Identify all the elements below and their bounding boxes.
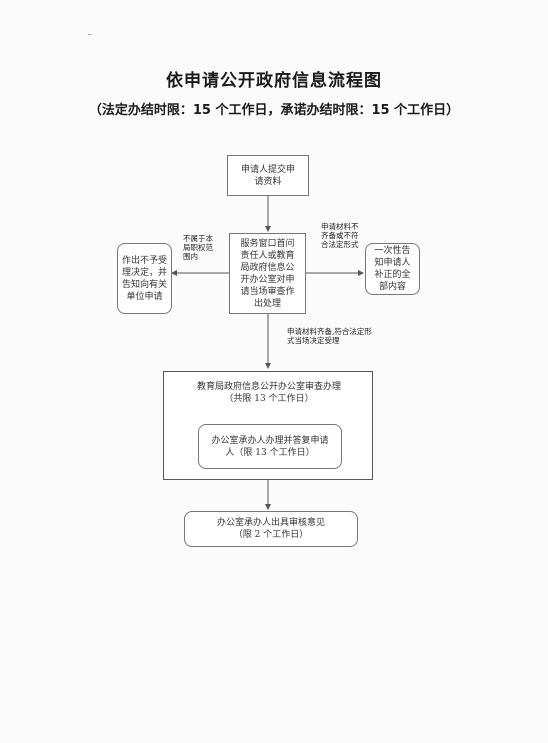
review-container: 教育局政府信息公开办公室审查办理（共限 13 个工作日） 办公室承办人办理并答复… — [163, 371, 373, 480]
reject-box: 作出不予受理决定，并告知向有关单位申请 — [117, 243, 172, 314]
review-header: 教育局政府信息公开办公室审查办理（共限 13 个工作日） — [184, 378, 354, 408]
reject-text: 作出不予受理决定，并告知向有关单位申请 — [121, 255, 167, 302]
reply-box: 办公室承办人办理并答复申请人（限 13 个工作日） — [198, 424, 342, 469]
submit-box: 申请人提交申请资料 — [227, 155, 309, 196]
service-text: 服务窗口首问责任人或教育局政府信息公开办公室对申请当场审查作出处理 — [240, 238, 295, 309]
supplement-condition-label: 申请材料不齐备或不符合法定形式 — [321, 222, 359, 249]
opinion-text: 办公室承办人出具审核意见（限 2 个工作日） — [216, 518, 325, 540]
supplement-text: 一次性告知申请人补正的全部内容 — [374, 246, 411, 292]
scan-speck — [88, 34, 92, 35]
service-box: 服务窗口首问责任人或教育局政府信息公开办公室对申请当场审查作出处理 — [229, 233, 306, 314]
submit-text: 申请人提交申请资料 — [240, 164, 295, 187]
accept-condition-label: 申请材料齐备,符合法定形式当场决定受理 — [287, 327, 372, 345]
review-title-text: 教育局政府信息公开办公室审查办理（共限 13 个工作日） — [196, 382, 341, 404]
reply-text: 办公室承办人办理并答复申请人（限 13 个工作日） — [211, 435, 329, 458]
page-subtitle: （法定办结时限：15 个工作日，承诺办结时限：15 个工作日） — [88, 103, 460, 118]
opinion-box: 办公室承办人出具审核意见（限 2 个工作日） — [184, 511, 358, 547]
reject-condition-label: 不属于本局职权范围内 — [183, 234, 213, 261]
supplement-box: 一次性告知申请人补正的全部内容 — [365, 243, 420, 295]
page-title: 依申请公开政府信息流程图 — [166, 71, 382, 91]
